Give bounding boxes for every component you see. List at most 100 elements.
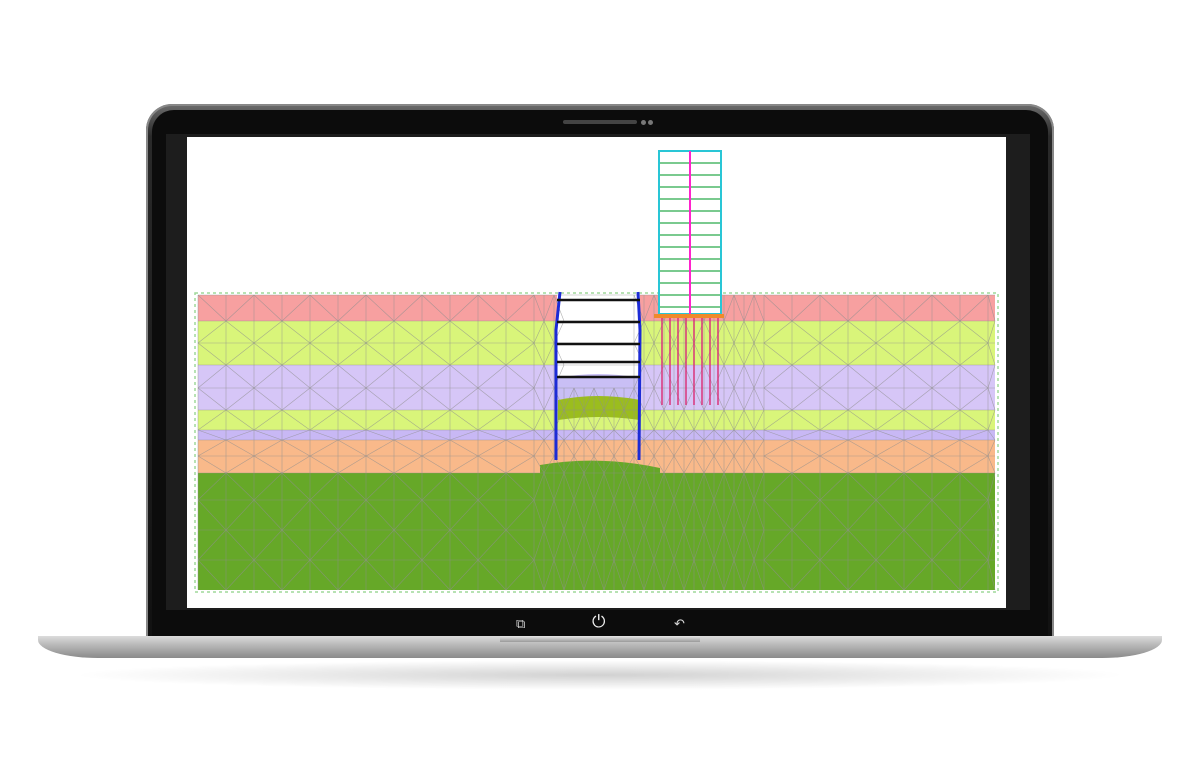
mesh-edge (723, 499, 735, 531)
mesh-edge (449, 342, 479, 366)
mesh-edge (477, 472, 507, 501)
mesh-edge (505, 499, 535, 531)
mesh-edge (653, 499, 665, 531)
mesh-edge (477, 320, 507, 344)
mesh-edge (723, 472, 735, 501)
mesh-edge (543, 429, 555, 441)
mesh-edge (903, 364, 933, 389)
mesh-edge (613, 499, 625, 531)
mesh-edge (633, 472, 645, 501)
mesh-edge (613, 409, 625, 431)
mesh-edge (393, 294, 423, 322)
mesh-edge (733, 294, 745, 322)
mesh-edge (847, 364, 877, 389)
right-diaphragm-wall (636, 291, 642, 461)
mesh-edge (987, 364, 996, 389)
mesh-edge (931, 364, 961, 389)
mesh-edge (723, 387, 735, 411)
mesh-edge (563, 455, 575, 474)
fem-model-canvas[interactable] (187, 137, 1006, 608)
mesh-edge (421, 320, 451, 344)
mesh-edge (791, 455, 821, 474)
mesh-edge (543, 499, 555, 531)
mesh-edge (253, 529, 283, 561)
mesh-edge (309, 439, 339, 457)
mesh-edge (903, 294, 933, 322)
mesh-edge (603, 559, 615, 591)
mesh-edge (733, 364, 745, 389)
excavation-soil (558, 396, 640, 420)
mesh-edge (421, 429, 451, 441)
mesh-edge (337, 559, 367, 591)
mesh-edge (819, 472, 849, 501)
mesh-edge (987, 342, 996, 366)
mesh-edge (987, 529, 996, 561)
mesh-edge (603, 439, 615, 457)
mesh-edge (663, 342, 675, 366)
power-icon[interactable]: ⏻ (592, 612, 606, 632)
mesh-edge (875, 364, 905, 389)
mesh-edge (253, 294, 283, 322)
mesh-edge (713, 429, 725, 441)
mesh-edge (365, 387, 395, 411)
mesh-edge (449, 455, 479, 474)
mesh-edge (753, 364, 765, 389)
mesh-edge (847, 409, 877, 431)
mesh-edge (703, 559, 715, 591)
mesh-edge (763, 455, 793, 474)
mesh-edge (309, 342, 339, 366)
recent-apps-icon[interactable]: ⧉ (516, 617, 526, 632)
mesh-edge (987, 455, 996, 474)
mesh-edge (693, 499, 705, 531)
mesh-edge (847, 439, 877, 457)
mesh-edge (393, 387, 423, 411)
mesh-edge (683, 439, 695, 457)
mesh-edge (225, 364, 255, 389)
mesh-edge (987, 439, 996, 457)
mesh-edge (477, 364, 507, 389)
mesh-edge (393, 409, 423, 431)
mesh-edge (449, 529, 479, 561)
mesh-edge (365, 294, 395, 322)
mesh-edge (309, 320, 339, 344)
mesh-edge (225, 409, 255, 431)
mesh-edge (763, 294, 793, 322)
mesh-edge (563, 472, 575, 501)
mesh-edge (713, 387, 725, 411)
mesh-edge (281, 529, 311, 561)
mesh-edge (931, 294, 961, 322)
mesh-edge (847, 294, 877, 322)
mesh-edge (703, 529, 715, 561)
mesh-edge (449, 387, 479, 411)
mesh-edge (477, 455, 507, 474)
mesh-edge (743, 409, 755, 431)
laptop-hinge (500, 636, 700, 642)
mesh-edge (819, 364, 849, 389)
mesh-edge (365, 409, 395, 431)
mesh-edge (753, 439, 765, 457)
mesh-edge (931, 387, 961, 411)
mesh-edge (733, 559, 745, 591)
mesh-edge (733, 387, 745, 411)
mesh-edge (875, 387, 905, 411)
mesh-edge (533, 294, 545, 322)
mesh-edge (753, 294, 765, 322)
mesh-edge (253, 559, 283, 591)
mesh-edge (337, 429, 367, 441)
mesh-edge (847, 320, 877, 344)
mesh-edge (987, 472, 996, 501)
mesh-edge (931, 472, 961, 501)
mesh-edge (593, 439, 605, 457)
mesh-edge (959, 429, 989, 441)
mesh-edge (643, 499, 655, 531)
mesh-edge (693, 529, 705, 561)
mesh-edge (663, 439, 675, 457)
mesh-edge (573, 455, 585, 474)
back-icon[interactable]: ↶ (674, 617, 685, 632)
mesh-edge (543, 472, 555, 501)
mesh-edge (505, 387, 535, 411)
mesh-edge (987, 294, 996, 322)
excavation-clay (558, 374, 640, 400)
mesh-edge (613, 455, 625, 474)
mesh-edge (713, 472, 725, 501)
